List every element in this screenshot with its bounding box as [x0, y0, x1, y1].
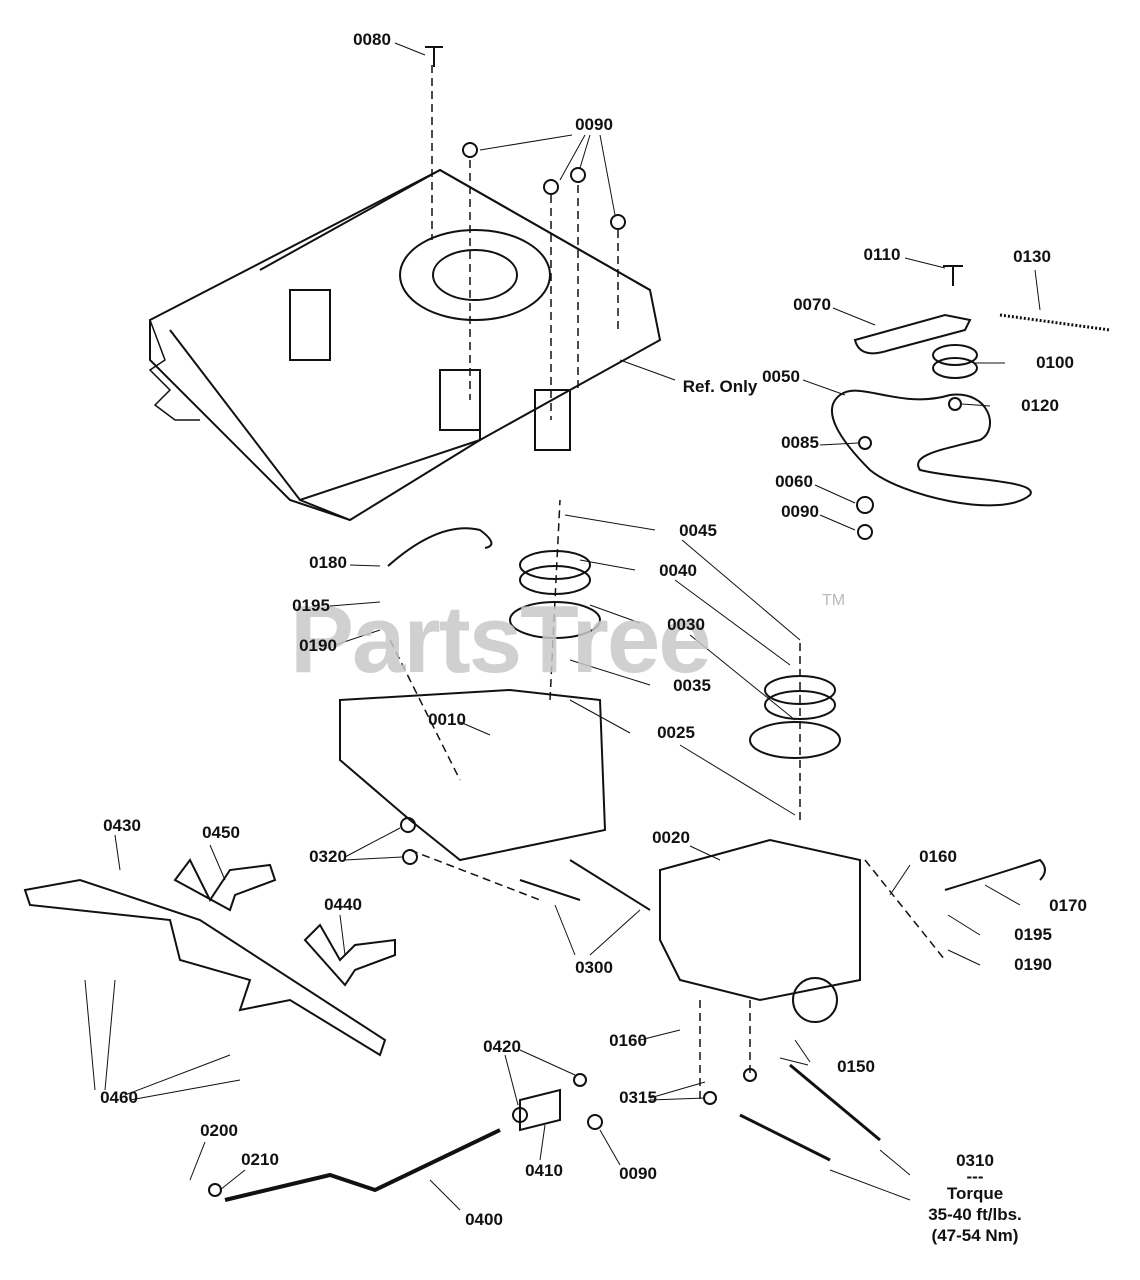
pulley-0040a — [519, 550, 591, 580]
frame-ref-only — [148, 168, 662, 522]
callout-0210: 0210 — [241, 1150, 279, 1169]
cable-0170 — [944, 858, 1046, 891]
callout-0190: 0190 — [1014, 955, 1052, 974]
callout-0400: 0400 — [465, 1210, 503, 1229]
cable-0180 — [387, 527, 493, 567]
torque-part-number: 0310 — [956, 1151, 994, 1170]
callout-0090: 0090 — [575, 115, 613, 134]
callout-0300: 0300 — [575, 958, 613, 977]
callout-0090: 0090 — [781, 502, 819, 521]
callout-0035: 0035 — [673, 676, 711, 695]
callout-0200: 0200 — [200, 1121, 238, 1140]
callout-0070: 0070 — [793, 295, 831, 314]
callout-0195: 0195 — [1014, 925, 1052, 944]
callout-0315: 0315 — [619, 1088, 657, 1107]
bracket-0440 — [303, 923, 396, 987]
bracket-0430 — [23, 878, 387, 1057]
watermark: PartsTree — [290, 586, 712, 693]
callout-0410: 0410 — [525, 1161, 563, 1180]
callout-0045: 0045 — [679, 521, 717, 540]
callout-0450: 0450 — [202, 823, 240, 842]
callout-0040: 0040 — [659, 561, 697, 580]
torque-metric: (47-54 Nm) — [931, 1226, 1019, 1245]
rod-0400 — [224, 1128, 501, 1202]
callout-0025: 0025 — [657, 723, 695, 742]
transaxle-0010 — [339, 688, 607, 862]
torque-title: Torque — [946, 1184, 1004, 1203]
callout-0060: 0060 — [775, 472, 813, 491]
callout-0130: 0130 — [1013, 247, 1051, 266]
callout-0440: 0440 — [324, 895, 362, 914]
callout-0010: 0010 — [428, 710, 466, 729]
callout-0320: 0320 — [309, 847, 347, 866]
bracket-0450 — [173, 858, 277, 912]
pulley-0040b — [764, 675, 836, 705]
torque-imperial: 35-40 ft/lbs. — [928, 1205, 1022, 1224]
carriage-bolt-0110 — [943, 265, 963, 286]
callout-0110: 0110 — [863, 245, 901, 264]
callout-0170: 0170 — [1049, 896, 1087, 915]
spacer-0300 — [519, 859, 651, 911]
callout-0160: 0160 — [609, 1031, 647, 1050]
trademark-symbol: TM — [822, 592, 846, 609]
bolt-0310b — [789, 1063, 881, 1142]
callout-0120: 0120 — [1021, 396, 1059, 415]
ref-only-note: Ref. Only — [682, 377, 758, 396]
callout-0195: 0195 — [292, 596, 330, 615]
callout-0160: 0160 — [919, 847, 957, 866]
callout-0430: 0430 — [103, 816, 141, 835]
torque-separator: --- — [966, 1167, 984, 1186]
callout-0190: 0190 — [299, 636, 337, 655]
idler-arm-0070 — [853, 313, 972, 355]
fan-0030b — [749, 721, 841, 759]
callout-0050: 0050 — [762, 367, 800, 386]
nut-0090 — [462, 142, 478, 158]
callout-0460: 0460 — [100, 1088, 138, 1107]
leader-lines — [84, 42, 1041, 1211]
belt-0050 — [830, 389, 1032, 507]
dashed-alignment-lines — [389, 65, 946, 1100]
callout-0020: 0020 — [652, 828, 690, 847]
callout-0420: 0420 — [483, 1037, 521, 1056]
carriage-bolt-0080 — [425, 46, 443, 67]
callout-0150: 0150 — [837, 1057, 875, 1076]
callout-0100: 0100 — [1036, 353, 1074, 372]
bolt-0310a — [739, 1113, 831, 1162]
callout-0080: 0080 — [353, 30, 391, 49]
ferrule-0410 — [519, 1088, 561, 1132]
callout-0030: 0030 — [667, 615, 705, 634]
callout-0085: 0085 — [781, 433, 819, 452]
idler-pulley-0100 — [932, 344, 978, 366]
callout-0180: 0180 — [309, 553, 347, 572]
spring-0130 — [999, 313, 1111, 332]
transaxle-0020 — [659, 838, 861, 1002]
torque-note: 0310 --- Torque 35-40 ft/lbs. (47-54 Nm) — [928, 1150, 1022, 1246]
fan-0030a — [509, 601, 601, 639]
callout-0090: 0090 — [619, 1164, 657, 1183]
